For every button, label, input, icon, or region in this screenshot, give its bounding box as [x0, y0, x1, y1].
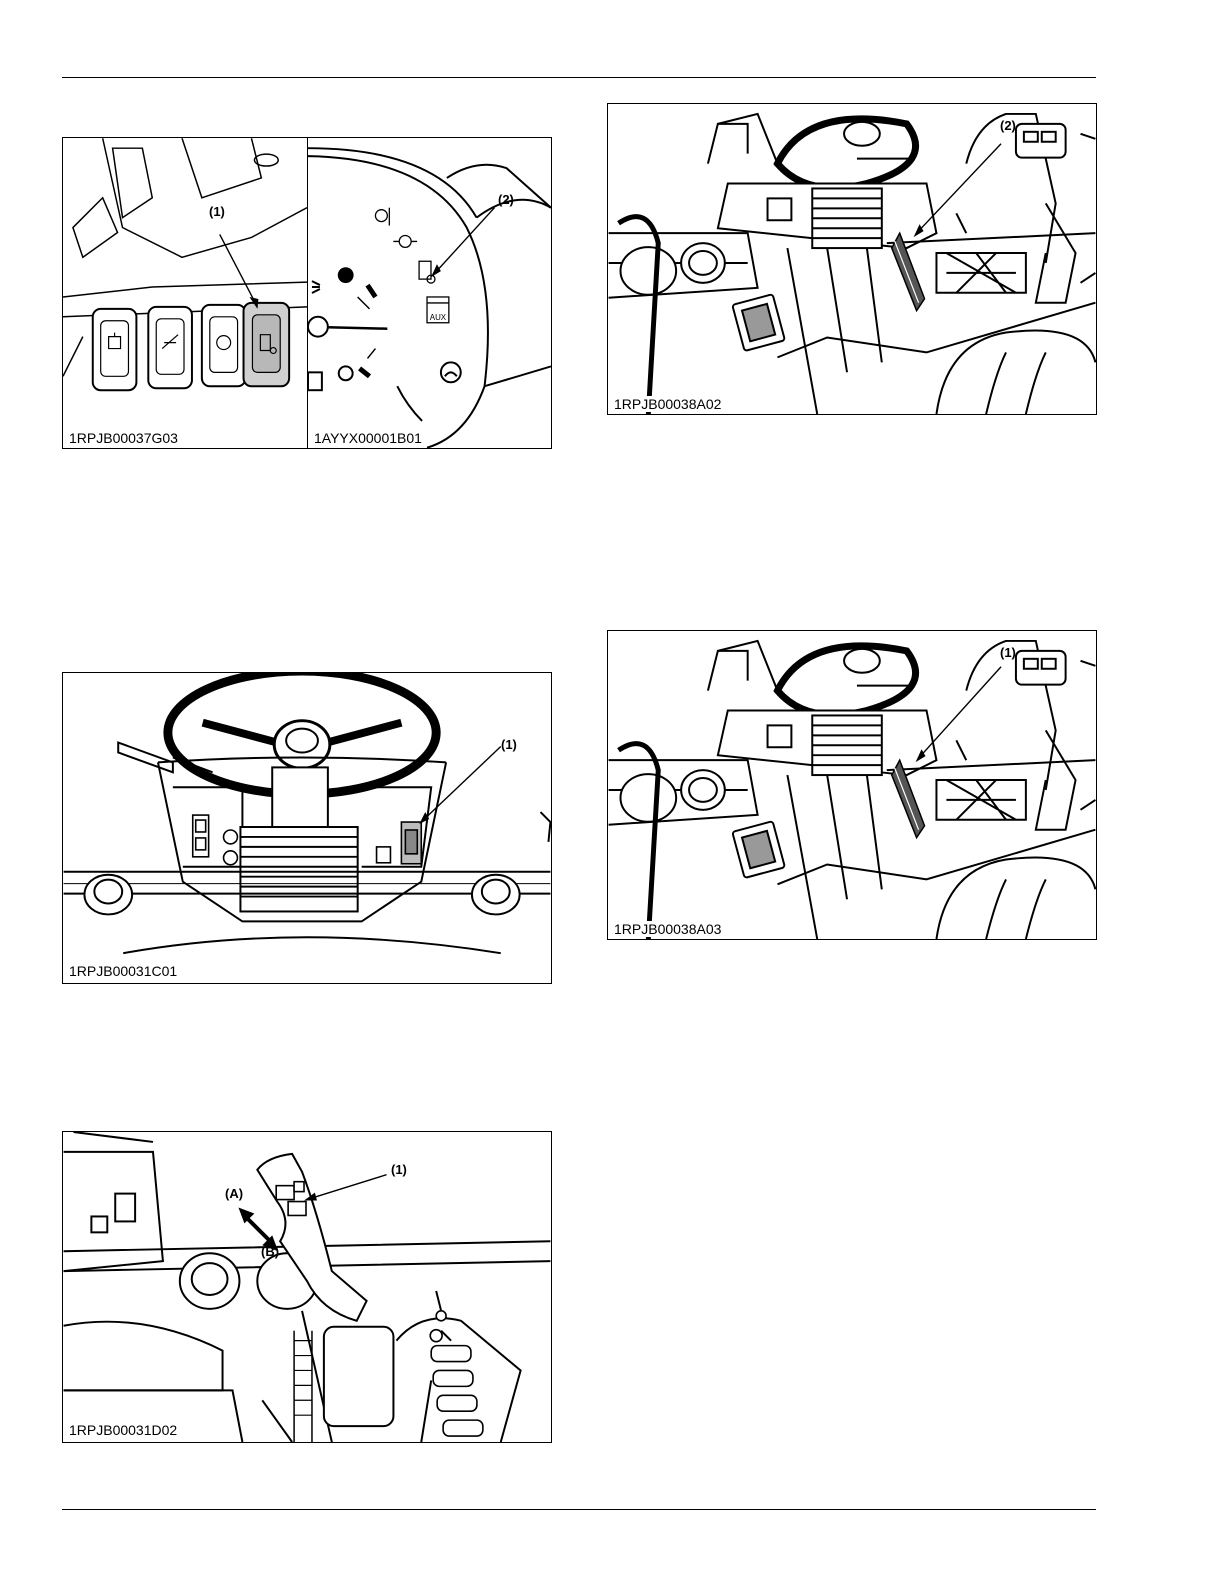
- figure-code: 1AYYX00001B01: [314, 430, 424, 446]
- joystick-label-a: (A): [225, 1186, 243, 1201]
- gauge-illustration: AUX: [308, 138, 551, 448]
- footer-rule: [62, 1509, 1096, 1510]
- figure-joystick: (1) (A) (B) 1RPJB00031D02: [62, 1131, 552, 1443]
- steering-panel-callout: (1): [501, 737, 517, 752]
- pedal-1-illustration: [608, 631, 1096, 939]
- figure-code: 1RPJB00031D02: [69, 1422, 179, 1438]
- figure-code: 1RPJB00037G03: [69, 430, 180, 446]
- pedal-2-callout: (2): [1000, 118, 1016, 133]
- figure-code: 1RPJB00038A02: [614, 396, 723, 412]
- pedal-1-callout: (1): [1000, 645, 1016, 660]
- header-rule: [62, 77, 1096, 78]
- joystick-illustration: [63, 1132, 551, 1442]
- figure-gauge: AUX (2) 1AYYX00001B01: [307, 137, 552, 449]
- pedal-2-illustration: [608, 104, 1096, 414]
- gauge-aux-label: AUX: [430, 313, 447, 322]
- figure-switch-panel: (1) 1RPJB00037G03: [62, 137, 308, 449]
- switch-panel-callout: (1): [209, 204, 225, 219]
- joystick-label-b: (B): [261, 1244, 279, 1259]
- steering-panel-illustration: [63, 673, 551, 983]
- figure-code: 1RPJB00031C01: [69, 963, 179, 979]
- figure-pedal-1: (1) 1RPJB00038A03: [607, 630, 1097, 940]
- figure-steering-panel: (1) 1RPJB00031C01: [62, 672, 552, 984]
- figure-pedal-2: (2) 1RPJB00038A02: [607, 103, 1097, 415]
- gauge-callout: (2): [498, 192, 514, 207]
- figure-code: 1RPJB00038A03: [614, 921, 723, 937]
- joystick-callout: (1): [391, 1162, 407, 1177]
- switch-panel-illustration: [63, 138, 307, 448]
